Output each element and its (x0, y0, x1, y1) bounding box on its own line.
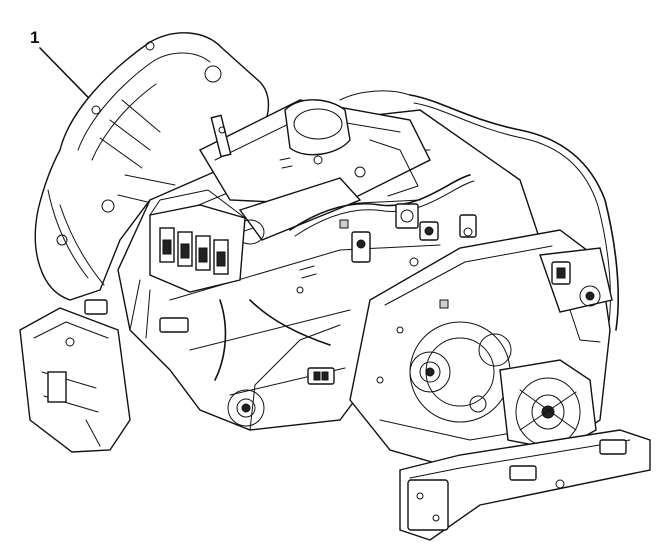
solenoid-pack (149, 189, 246, 293)
clutch-housing (34, 32, 270, 301)
left-mounting-bracket (19, 307, 131, 453)
callout-number-1: 1 (30, 28, 40, 47)
range-valve (539, 247, 613, 343)
wiring-harness (84, 90, 620, 385)
detail-marks (279, 157, 449, 309)
bottom-mount-plate (399, 429, 651, 541)
top-sensors (351, 203, 477, 267)
shift-cover (199, 99, 431, 245)
